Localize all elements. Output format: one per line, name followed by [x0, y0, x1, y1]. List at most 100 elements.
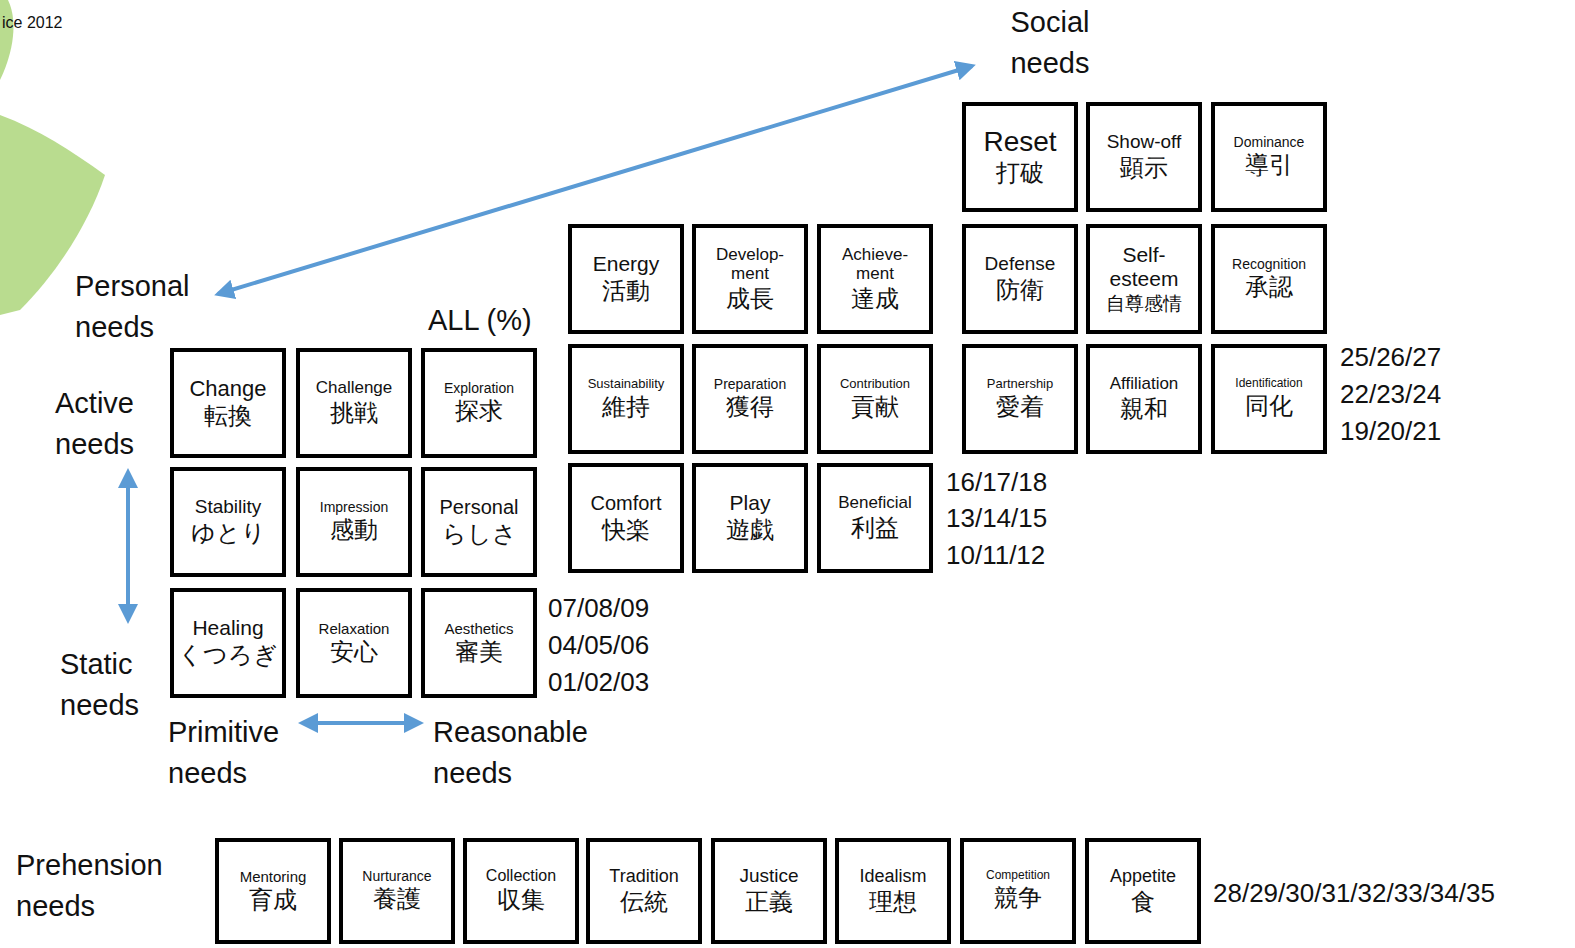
japanese-label: 理想: [869, 889, 917, 917]
need-box: Energy活動: [568, 224, 684, 334]
japanese-label: くつろぎ: [178, 642, 278, 670]
need-box: Exploration 探求: [421, 348, 537, 458]
axis-label: Prehension needs: [16, 845, 186, 927]
english-label: Show-off: [1107, 131, 1182, 153]
japanese-label: 転換: [204, 403, 252, 431]
percent-numbers: 19/20/21: [1340, 413, 1441, 450]
need-box: Play遊戯: [692, 463, 808, 573]
japanese-label: 承認: [1245, 274, 1293, 302]
axis-label: Personal needs: [75, 266, 205, 348]
need-box: Affiliation親和: [1086, 344, 1202, 454]
english-label: Beneficial: [838, 493, 912, 513]
english-label: Idealism: [859, 866, 926, 887]
axis-label: Active needs: [55, 383, 155, 465]
need-box: Dominance 導引: [1211, 102, 1327, 212]
japanese-label: ゆとり: [191, 520, 266, 548]
need-box: Sustainability 維持: [568, 344, 684, 454]
japanese-label: 防衛: [996, 277, 1044, 305]
japanese-label: 導引: [1245, 152, 1293, 180]
japanese-label: 維持: [602, 394, 650, 422]
english-label: Dominance: [1234, 134, 1305, 150]
japanese-label: 顕示: [1120, 155, 1168, 183]
japanese-label: 利益: [851, 515, 899, 543]
english-label: Collection: [486, 867, 556, 885]
english-label: Play: [730, 491, 771, 515]
japanese-label: 収集: [497, 887, 545, 915]
japanese-label: 競争: [994, 885, 1042, 913]
axis-label: Static needs: [60, 644, 160, 726]
english-label: Energy: [593, 252, 660, 276]
axis-arrow: [302, 721, 420, 725]
need-box: Defense防衛: [962, 224, 1078, 334]
axis-label: Reasonable needs: [433, 712, 603, 794]
japanese-label: 親和: [1120, 396, 1168, 424]
japanese-label: 正義: [745, 889, 793, 917]
english-label: Impression: [320, 499, 388, 515]
japanese-label: 伝統: [620, 889, 668, 917]
english-label: Relaxation: [319, 620, 390, 637]
axis-label: Primitive needs: [168, 712, 308, 794]
english-label: Stability: [195, 496, 262, 518]
need-box: Personalらしさ: [421, 467, 537, 577]
japanese-label: 打破: [996, 160, 1044, 188]
need-box: Aesthetics審美: [421, 588, 537, 698]
percent-numbers: 28/29/30/31/32/33/34/35: [1213, 875, 1495, 912]
english-label: Affiliation: [1110, 374, 1179, 394]
english-label: Change: [189, 376, 266, 401]
axis-arrow: [218, 66, 972, 294]
need-box: Collection 収集: [463, 838, 579, 944]
english-label: Preparation: [714, 376, 786, 392]
japanese-label: 審美: [455, 639, 503, 667]
english-label: Comfort: [590, 492, 661, 515]
need-box: Identification同化: [1211, 344, 1327, 454]
percent-numbers: 25/26/27: [1340, 339, 1441, 376]
need-box: Impression感動: [296, 467, 412, 577]
japanese-label: 貢献: [851, 394, 899, 422]
need-box: Contribution 貢献: [817, 344, 933, 454]
need-box: Beneficial利益: [817, 463, 933, 573]
japanese-label: 獲得: [726, 394, 774, 422]
percent-numbers: 22/23/24: [1340, 376, 1441, 413]
japanese-label: 挑戦: [330, 400, 378, 428]
leaf-shape: [0, 0, 13, 80]
need-box: Comfort快楽: [568, 463, 684, 573]
japanese-label: 探求: [455, 398, 503, 426]
japanese-label: 育成: [249, 887, 297, 915]
english-label: Exploration: [444, 380, 514, 396]
english-label: Reset: [983, 126, 1056, 158]
english-label: Justice: [739, 865, 798, 887]
japanese-label: 愛着: [996, 394, 1044, 422]
english-label: Achieve- ment: [833, 245, 917, 284]
need-box: Tradition伝統: [586, 838, 702, 944]
need-box: Challenge挑戦: [296, 348, 412, 458]
percent-numbers: 16/17/18: [946, 464, 1047, 501]
english-label: Defense: [985, 253, 1056, 275]
need-box: Competition 競争: [960, 838, 1076, 944]
english-label: Contribution: [840, 377, 910, 392]
percent-numbers: 13/14/15: [946, 500, 1047, 537]
need-box: Relaxation 安心: [296, 588, 412, 698]
percent-numbers: 04/05/06: [548, 627, 649, 664]
english-label: Recognition: [1232, 256, 1306, 272]
japanese-label: 成長: [726, 286, 774, 314]
need-box: Mentoring 育成: [215, 838, 331, 944]
english-label: Challenge: [316, 378, 393, 398]
percent-numbers: 01/02/03: [548, 664, 649, 701]
axis-label: ice 2012: [2, 2, 63, 43]
english-label: Partnership: [987, 377, 1053, 392]
english-label: Sustainability: [588, 377, 665, 392]
english-label: Personal: [440, 496, 519, 519]
need-box: Nurturance養護: [339, 838, 455, 944]
need-box: Appetite食: [1085, 838, 1201, 944]
japanese-label: 食: [1131, 889, 1155, 917]
english-label: Competition: [986, 869, 1050, 883]
english-label: Nurturance: [362, 868, 431, 884]
japanese-label: 安心: [330, 639, 378, 667]
japanese-label: 活動: [602, 278, 650, 306]
english-label: Mentoring: [240, 868, 307, 885]
need-box: Justice正義: [711, 838, 827, 944]
japanese-label: 快楽: [602, 517, 650, 545]
need-box: Change転換: [170, 348, 286, 458]
need-box: Develop- ment成長: [692, 224, 808, 334]
need-box: Preparation 獲得: [692, 344, 808, 454]
